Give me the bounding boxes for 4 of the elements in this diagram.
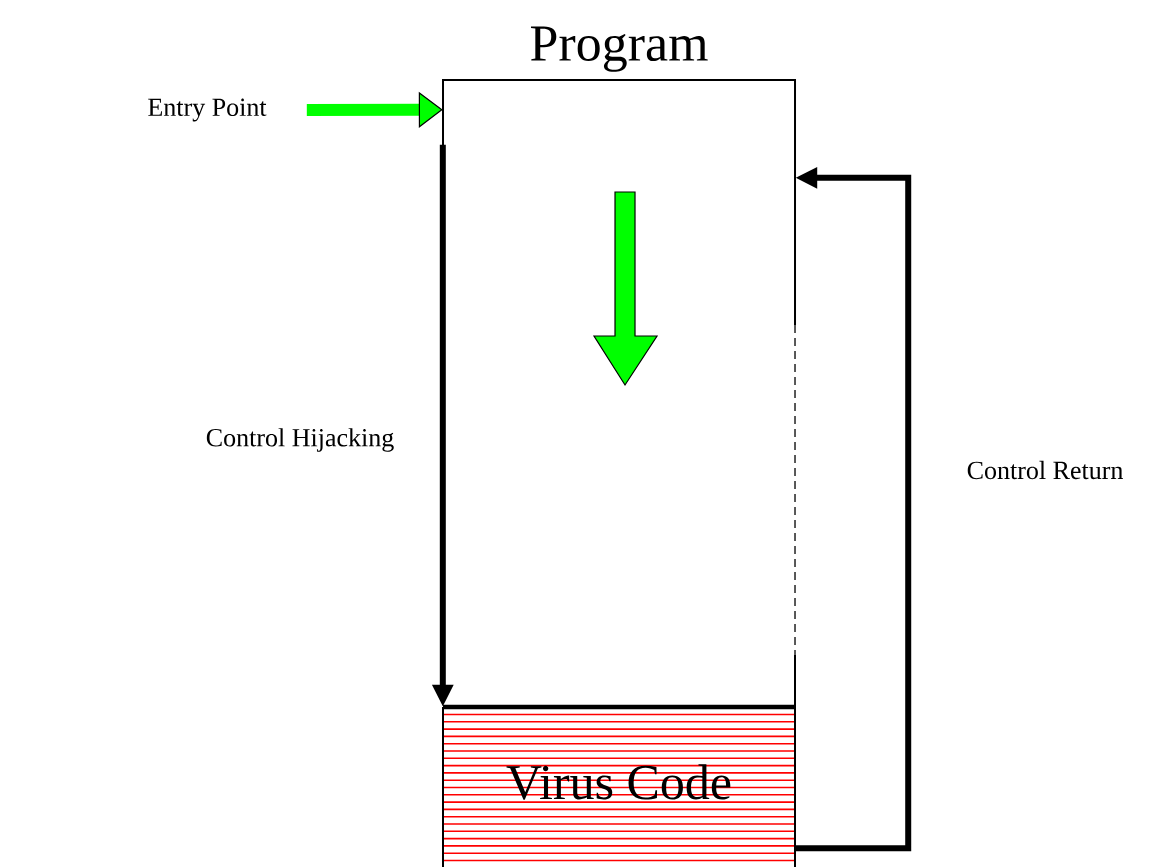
edge-label: Control Hijacking [203, 426, 397, 454]
edge-label: Control Return [964, 458, 1126, 482]
entry-point-label: Entry Point [148, 98, 267, 122]
arrow [306, 91, 443, 128]
